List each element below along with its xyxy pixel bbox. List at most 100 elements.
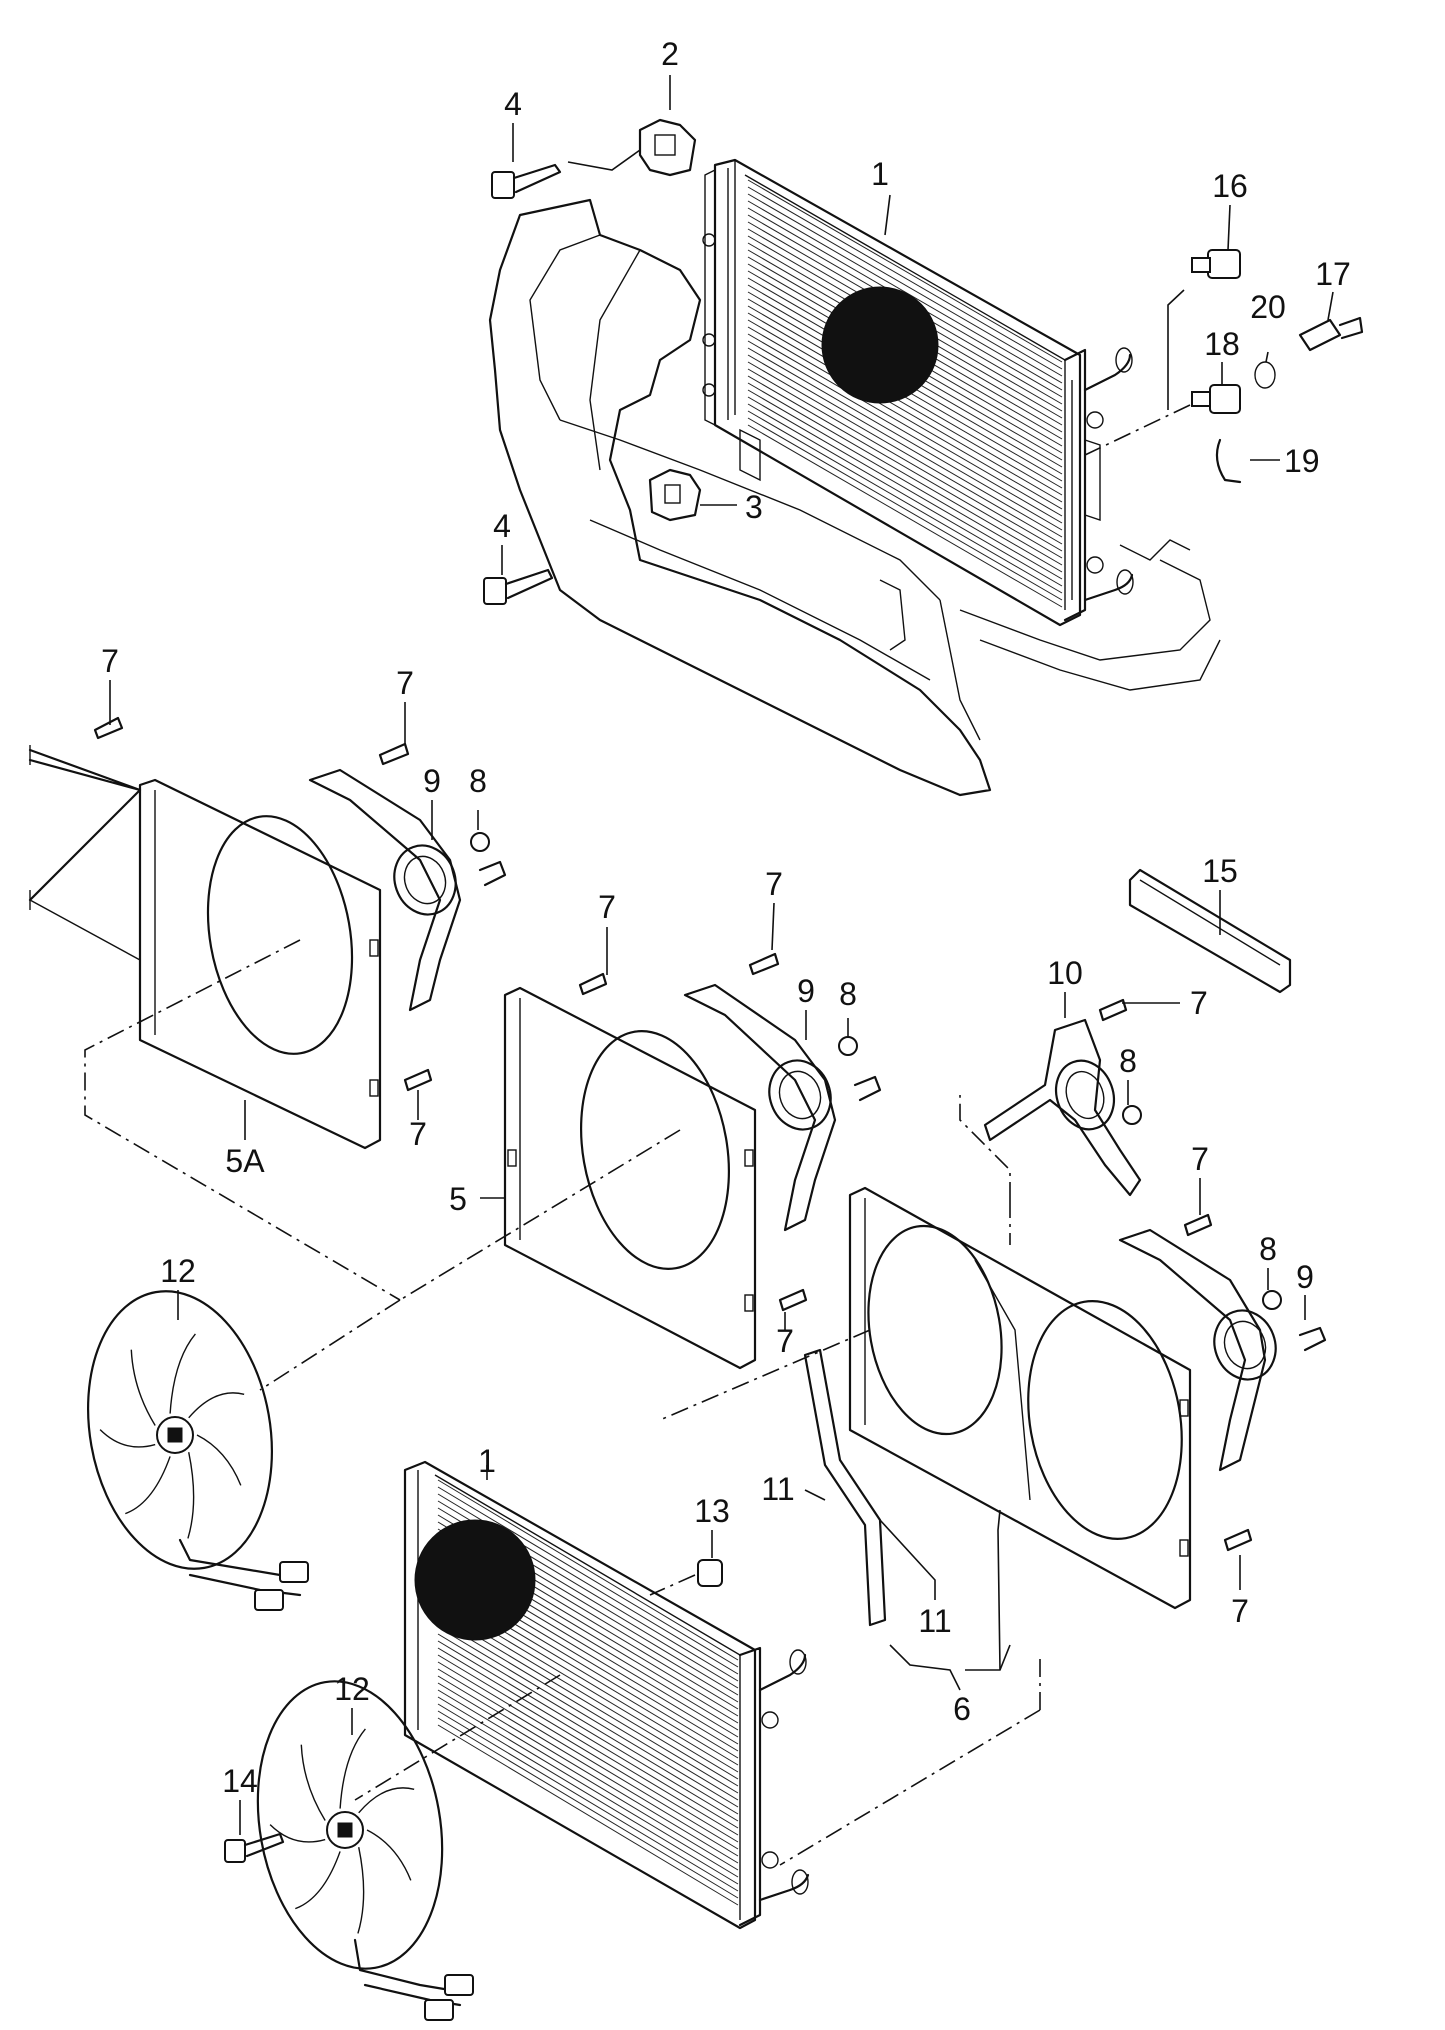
- radiator-fin: [747, 319, 1063, 503]
- callout-8-a: 8: [469, 763, 487, 799]
- callout-1-bot: 1: [478, 1443, 496, 1479]
- air-guide-15: [1128, 868, 1292, 994]
- radiator-fin: [747, 361, 1063, 545]
- callout-7-i: 7: [1231, 1593, 1249, 1629]
- radiator-fin: [747, 354, 1063, 538]
- radiator-fin: [437, 1619, 739, 1801]
- callout-9-b: 9: [797, 973, 815, 1009]
- sensor-17: [1298, 316, 1364, 352]
- radiator-fin: [747, 396, 1063, 580]
- callout-19: 19: [1284, 443, 1320, 479]
- callout-7-e: 7: [765, 866, 783, 902]
- radiator-fin: [747, 424, 1063, 608]
- callout-14: 14: [222, 1763, 258, 1799]
- callout-10: 10: [1047, 955, 1083, 991]
- callout-7-b: 7: [396, 665, 414, 701]
- radiator-fin: [747, 375, 1063, 559]
- radiator-fin: [437, 1675, 739, 1857]
- fan-shroud-5A: [28, 745, 382, 1150]
- callout-8-d: 8: [1259, 1231, 1277, 1267]
- radiator-fin: [747, 333, 1063, 517]
- callout-12-b: 12: [334, 1671, 370, 1707]
- sender-18: [1084, 384, 1241, 456]
- radiator-fin: [437, 1703, 739, 1885]
- dual-fan-shroud-6: [848, 1186, 1192, 1610]
- radiator-fin: [747, 179, 1063, 363]
- temp-switch-16: [1167, 249, 1241, 410]
- radiator-fin: [747, 403, 1063, 587]
- rubber-mount-2: [638, 118, 697, 177]
- assembly-dash-lines: [84, 939, 1041, 1866]
- callout-15: 15: [1202, 853, 1238, 889]
- radiator-top: [702, 158, 1134, 627]
- blackout-dot: [821, 286, 939, 404]
- callout-9-a: 9: [423, 763, 441, 799]
- callout-1-top: 1: [871, 156, 889, 192]
- fan-blade: [358, 1787, 415, 1814]
- cooling-fan-12-lower: [256, 1680, 474, 2021]
- callout-17: 17: [1315, 256, 1351, 292]
- radiator-fin: [437, 1486, 739, 1668]
- bolts-7: [93, 716, 1253, 1552]
- callout-20: 20: [1250, 289, 1286, 325]
- callout-12-a: 12: [160, 1253, 196, 1289]
- callout-11-b: 11: [918, 1603, 951, 1639]
- callout-6: 6: [953, 1691, 971, 1727]
- front-carrier-frame: [488, 198, 1221, 797]
- fan-blade: [366, 1829, 412, 1881]
- radiator-fin: [437, 1710, 739, 1892]
- nuts-8: [470, 832, 1282, 1310]
- seal-strip-11: [803, 1348, 887, 1627]
- fan-blade: [196, 1434, 242, 1486]
- radiator-fin: [437, 1626, 739, 1808]
- radiator-fin: [437, 1717, 739, 1899]
- radiator-bottom: [403, 1460, 810, 1930]
- radiator-fin: [747, 200, 1063, 384]
- leader-lines: [109, 75, 1334, 1835]
- radiator-fin: [747, 340, 1063, 524]
- radiator-fin: [437, 1682, 739, 1864]
- radiator-fin: [437, 1661, 739, 1843]
- callout-18: 18: [1204, 326, 1240, 362]
- fan-blade: [169, 1333, 196, 1414]
- radiator-fin: [747, 368, 1063, 552]
- radiator-fin: [747, 186, 1063, 370]
- fan-blade: [269, 1824, 326, 1843]
- callout-4-mid: 4: [493, 508, 511, 544]
- radiator-fin: [437, 1654, 739, 1836]
- bolt-4-mid: [483, 568, 554, 605]
- radiator-fin: [747, 312, 1063, 496]
- callout-5: 5: [449, 1181, 467, 1217]
- radiator-fin: [437, 1612, 739, 1794]
- callout-7-g: 7: [1190, 985, 1208, 1021]
- callout-8-c: 8: [1119, 1043, 1137, 1079]
- callout-7-f: 7: [776, 1323, 794, 1359]
- radiator-fin: [437, 1696, 739, 1878]
- clip-19: [1215, 438, 1242, 484]
- callout-4-top: 4: [504, 86, 522, 122]
- fan-blade: [300, 1744, 326, 1821]
- callout-2: 2: [661, 36, 679, 72]
- callout-8-b: 8: [839, 976, 857, 1012]
- callout-7-c: 7: [409, 1116, 427, 1152]
- fan-blade: [357, 1847, 365, 1934]
- blackout-dot: [414, 1519, 536, 1641]
- fan-blade: [130, 1349, 156, 1426]
- radiator-fin: [437, 1689, 739, 1871]
- fan-blade: [188, 1392, 245, 1419]
- radiator-fin: [437, 1633, 739, 1815]
- callout-11-a: 11: [761, 1471, 794, 1507]
- callout-9-c: 9: [1296, 1259, 1314, 1295]
- callout-5A: 5A: [225, 1143, 265, 1179]
- radiator-fin: [747, 326, 1063, 510]
- rubber-mount-13: [697, 1559, 723, 1587]
- callouts: 1 2 3 4 4 16 17 18 19 20 7 7 9 8 5A 7 7 …: [101, 36, 1351, 1799]
- callout-3: 3: [745, 489, 763, 525]
- callout-16: 16: [1212, 168, 1248, 204]
- rubber-mount-3: [648, 468, 702, 522]
- radiator-fin: [437, 1647, 739, 1829]
- cooling-fan-12-upper: [86, 1290, 309, 1611]
- bolt-14: [224, 1832, 285, 1863]
- fan-blade: [125, 1456, 171, 1515]
